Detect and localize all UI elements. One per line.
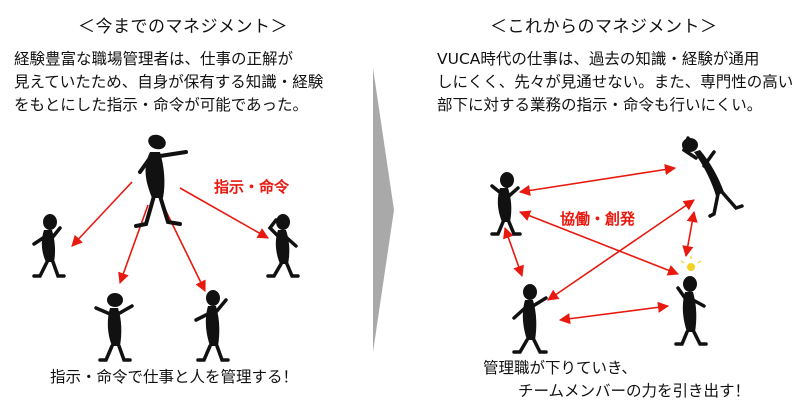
collaboration-arrow [682, 210, 698, 258]
command-arrow [179, 187, 269, 239]
left-caption: 指示・命令で仕事と人を管理する！ [50, 368, 299, 386]
left-description: 経験豊富な職場管理者は、仕事の正解が 見えていたため、自身が保有する知識・経験 … [14, 48, 323, 117]
collaboration-arrow [558, 301, 670, 325]
right-caption-line: 管理職が下りていき、 [483, 359, 637, 377]
left-description-line: 経験豊富な職場管理者は、仕事の正解が [14, 50, 294, 68]
command-label: 指示・命令 [214, 178, 290, 196]
collaboration-arrow [503, 226, 524, 278]
right-caption: 管理職が下りていき、 チームメンバーの力を引き出す！ [483, 357, 750, 403]
left-description-line: をもとにした指示・命令が可能であった。 [14, 96, 309, 114]
collaboration-arrow [547, 199, 695, 301]
command-arrow [162, 204, 206, 293]
member-figure [681, 136, 744, 218]
subordinate-figure [194, 290, 230, 362]
left-title: ＜今までのマネジメント＞ [78, 17, 288, 37]
right-description-line: しにくく、先々が見通せない。また、専門性の高い [437, 73, 792, 91]
subordinate-figure [266, 214, 300, 278]
lightbulb-icon [680, 256, 702, 271]
member-figure [674, 276, 708, 346]
divider-chevron [373, 68, 394, 352]
member-figure [490, 172, 522, 236]
right-title: ＜これからのマネジメント＞ [490, 17, 718, 37]
member-figure [512, 284, 548, 354]
subordinate-figure [94, 293, 134, 362]
collaboration-arrow [518, 164, 677, 196]
command-arrow [118, 204, 149, 285]
right-description-line: VUCA時代の仕事は、過去の知識・経験が通用 [437, 50, 760, 68]
command-arrow [71, 181, 133, 247]
collaboration-label: 協働・創発 [560, 210, 636, 228]
right-description: VUCA時代の仕事は、過去の知識・経験が通用 しにくく、先々が見通せない。また、… [437, 48, 792, 117]
right-description-line: 部下に対する業務の指示・命令も行いにくい。 [437, 96, 763, 114]
manager-figure [134, 134, 188, 228]
right-caption-line: チームメンバーの力を引き出す！ [518, 382, 751, 400]
left-description-line: 見えていたため、自身が保有する知識・経験 [14, 73, 324, 91]
subordinate-figure [32, 214, 66, 278]
